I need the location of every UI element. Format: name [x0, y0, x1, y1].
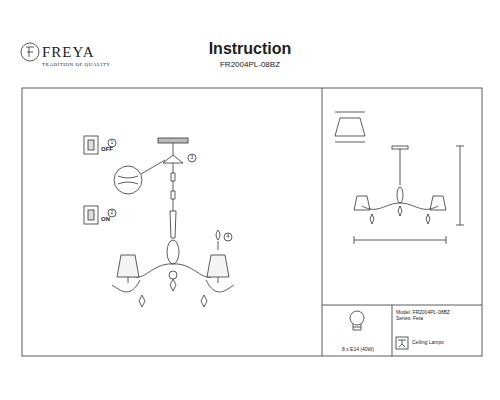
brand-name: FREYA: [42, 44, 95, 61]
switch-label: ON: [101, 216, 110, 223]
brand-tagline: TRADITION OF QUALITY: [42, 62, 110, 68]
switch-label: OFF: [101, 146, 113, 153]
model-info-box: Model: FR2004PL-08BZSeries: Feta: [393, 306, 481, 336]
callout-number: 1: [111, 140, 114, 146]
category-label: Ceiling Lamps: [412, 340, 444, 346]
callout-number: 2: [111, 210, 114, 216]
node-text: 8 x E14 (40W): [325, 346, 391, 352]
callout-number: 4: [227, 234, 230, 240]
node-text: Model: FR2004PL-08BZ: [396, 309, 478, 315]
callout-number: 3: [191, 155, 194, 161]
title: Instruction: [209, 40, 292, 58]
model-code: FR2004PL-08BZ: [220, 61, 280, 70]
bulb-spec-box: 8 x E14 (40W): [323, 306, 393, 355]
node-text: Series: Feta: [396, 315, 478, 321]
